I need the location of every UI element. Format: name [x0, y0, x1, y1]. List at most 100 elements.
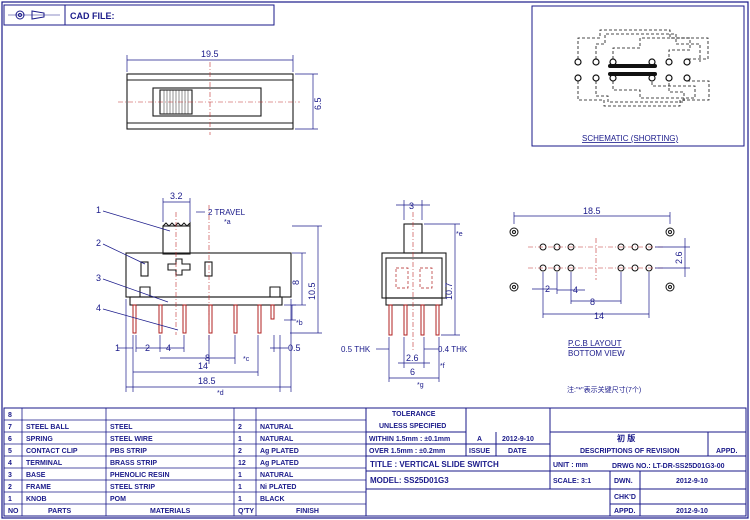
- pcb-layout-label: P.C.B LAYOUT: [568, 339, 622, 348]
- bom-cell-part: FRAME: [26, 484, 51, 491]
- mark-f: *f: [440, 363, 445, 370]
- bom-cell-no: 1: [8, 496, 12, 503]
- bom-cell-part: TERMINAL: [26, 460, 63, 467]
- side-front-view: 1 2 3 4 3.2 2 TRAVEL *a 8 10.5 *b 1: [96, 191, 322, 397]
- dim-107: 10.7: [444, 282, 454, 300]
- pcb-dim-2: 2: [545, 284, 550, 294]
- approved-header: APPD.: [716, 448, 737, 455]
- rev-date: 2012-9-10: [502, 436, 534, 443]
- bom-cell-finish: NATURAL: [260, 472, 294, 479]
- frame-outline: [381, 252, 447, 299]
- bom-cell-no: 8: [8, 412, 12, 419]
- projection-symbol-icon: [8, 10, 60, 20]
- dim-travel: 2 TRAVEL: [208, 208, 246, 217]
- bom-cell-material: PHENOLIC RESIN: [110, 472, 170, 479]
- schematic-traces: [577, 29, 710, 107]
- drawing-title: TITLE : VERTICAL SLIDE SWITCH: [370, 460, 499, 469]
- dim-4: 4: [166, 343, 171, 353]
- pcb-dim-8: 8: [590, 297, 595, 307]
- end-side-view: 3 *e 10.7 0.5 THK 0.4 THK 2.6 *f 6 *g: [341, 200, 468, 389]
- mark-b: *b: [296, 320, 303, 327]
- callout-3: 3: [96, 273, 101, 283]
- revision-description-header: DESCRIPTIONS OF REVISION: [580, 448, 680, 455]
- actuator: [403, 223, 423, 254]
- bom-cell-qty: 2: [238, 424, 242, 431]
- model-label: MODEL: SS25D01G3: [370, 476, 449, 485]
- approved-label: APPD.: [614, 508, 635, 515]
- dim-05-thk: 0.5 THK: [341, 345, 371, 354]
- top-front-view: 19.5 6.5: [118, 49, 323, 135]
- dim-8: 8: [205, 353, 210, 363]
- dim-1: 1: [115, 343, 120, 353]
- cad-label: CAD FILE:: [70, 11, 115, 21]
- bom-cell-no: 7: [8, 424, 12, 431]
- pcb-holes: [509, 227, 675, 292]
- pcb-dim-26: 2.6: [674, 251, 684, 264]
- unit-label: UNIT : mm: [553, 462, 588, 469]
- bom-header-part: PARTS: [48, 508, 72, 515]
- tolerance-within: WITHIN 1.5mm : ±0.1mm: [369, 436, 450, 443]
- bom-header-no: NO: [8, 508, 19, 515]
- tolerance-over: OVER 1.5mm : ±0.2mm: [369, 448, 445, 455]
- pcb-dim-14: 14: [594, 311, 604, 321]
- mark-g: *g: [417, 382, 424, 389]
- header-strip: CAD FILE:: [3, 4, 275, 26]
- bom-cell-no: 3: [8, 472, 12, 479]
- drawn-date: 2012-9-10: [676, 478, 708, 485]
- dim-2: 2: [145, 343, 150, 353]
- schematic-label: SCHEMATIC (SHORTING): [582, 134, 678, 143]
- frame-outline: [125, 252, 292, 298]
- actuator: [162, 225, 191, 255]
- unless-specified: UNLESS SPECIFIED: [379, 423, 446, 430]
- bom-cell-part: KNOB: [26, 496, 47, 503]
- schematic-view: SCHEMATIC (SHORTING): [531, 5, 745, 147]
- bom-cell-finish: NATURAL: [260, 436, 294, 443]
- callout-2: 2: [96, 238, 101, 248]
- bom-cell-material: STEEL: [110, 424, 133, 431]
- bom-cell-finish: Ag PLATED: [260, 448, 299, 455]
- mark-e: *e: [456, 231, 463, 238]
- bom-cell-material: STEEL WIRE: [110, 436, 153, 443]
- bom-cell-finish: Ni PLATED: [260, 484, 296, 491]
- dim-6: 6: [410, 367, 415, 377]
- title-block: TOLERANCE UNLESS SPECIFIED WITHIN 1.5mm …: [365, 407, 747, 517]
- bom-cell-qty: 2: [238, 448, 242, 455]
- mark-a: *a: [224, 219, 231, 226]
- issue-header: ISSUE: [469, 448, 490, 455]
- mark-d: *d: [217, 390, 224, 397]
- bom-cell-finish: Ag PLATED: [260, 460, 299, 467]
- dim-body-height: 8: [291, 280, 301, 285]
- drawn-label: DWN.: [614, 478, 633, 485]
- bom-cell-material: BRASS STRIP: [110, 460, 157, 467]
- callout-1: 1: [96, 205, 101, 215]
- callout-4: 4: [96, 303, 101, 313]
- tolerance-label: TOLERANCE: [392, 411, 436, 418]
- schematic-pins: [574, 58, 691, 82]
- dim-height: 6.5: [313, 97, 323, 110]
- rev-description: 初 版: [617, 433, 635, 443]
- bom-cell-qty: 1: [238, 472, 242, 479]
- dim-04-thk: 0.4 THK: [438, 345, 468, 354]
- bom-cell-part: CONTACT CLIP: [26, 448, 78, 455]
- dim-14: 14: [198, 361, 208, 371]
- bom-cell-material: PBS STRIP: [110, 448, 147, 455]
- bom-cell-no: 5: [8, 448, 12, 455]
- dim-185: 18.5: [198, 376, 216, 386]
- scale-label: SCALE: 3:1: [553, 478, 591, 485]
- bom-cell-no: 4: [8, 460, 12, 467]
- bom-cell-finish: NATURAL: [260, 424, 294, 431]
- bom-cell-part: BASE: [26, 472, 46, 479]
- checked-label: CHK'D: [614, 494, 636, 501]
- pcb-dim-185: 18.5: [583, 206, 601, 216]
- drawing-number: DRWG NO.: LT-DR-SS25D01G3-00: [612, 463, 725, 470]
- bom-cell-qty: 1: [238, 484, 242, 491]
- rev-letter: A: [477, 436, 482, 443]
- bom-cell-qty: 1: [238, 436, 242, 443]
- bom-cell-material: STEEL STRIP: [110, 484, 155, 491]
- bom-cell-no: 6: [8, 436, 12, 443]
- bom-cell-no: 2: [8, 484, 12, 491]
- cross-hole-icon: [167, 258, 191, 276]
